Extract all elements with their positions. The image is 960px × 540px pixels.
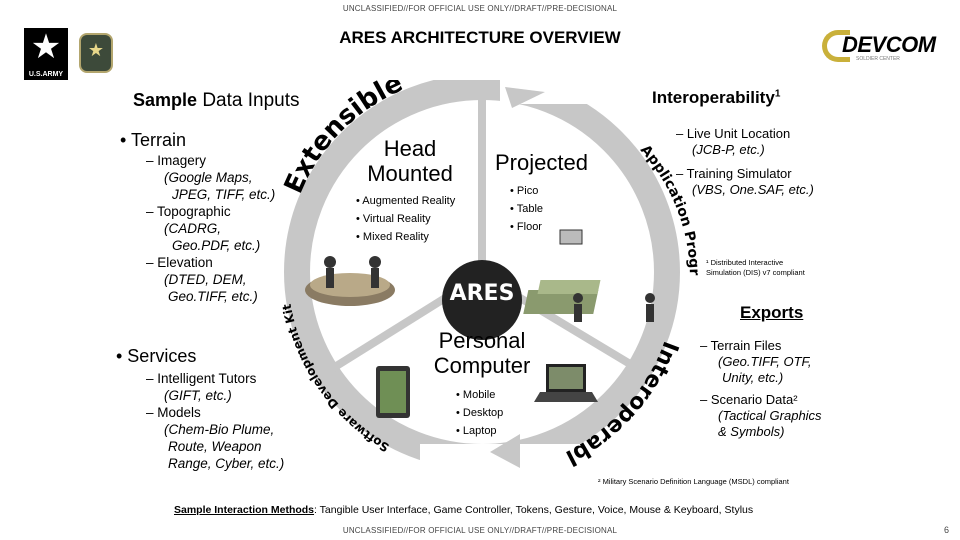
scenario-data-item: – Scenario Data² <box>700 392 798 407</box>
projected-item-table: • Table <box>510 203 544 215</box>
terrain-files-detail-2: Unity, etc.) <box>722 370 784 385</box>
interaction-methods-text: : Tangible User Interface, Game Controll… <box>314 504 754 516</box>
footnote-1: ¹ Distributed Interactive Simulation (DI… <box>706 258 805 278</box>
devcom-logo: DEVCOM SOLDIER CENTER <box>822 30 936 66</box>
tutors-item: – Intelligent Tutors <box>146 371 257 386</box>
pc-item-mobile: • Mobile <box>456 389 496 401</box>
data-inputs-heading: Sample Data Inputs <box>133 90 299 112</box>
topographic-detail-1: (CADRG, <box>164 221 221 236</box>
pc-item-laptop: • Laptop <box>456 425 497 437</box>
pc-item-desktop: • Desktop <box>456 407 504 419</box>
personal-computer-title: Personal Computer <box>420 328 544 378</box>
head-mounted-list: • Augmented Reality • Virtual Reality • … <box>356 192 455 246</box>
projected-title: Projected <box>495 150 588 175</box>
ares-center <box>442 260 522 340</box>
page-number: 6 <box>944 525 950 535</box>
topographic-detail-2: Geo.PDF, etc.) <box>172 238 261 253</box>
interaction-methods-label: Sample Interaction Methods <box>174 504 315 516</box>
elevation-item: – Elevation <box>146 255 213 270</box>
topographic-item: – Topographic <box>146 204 231 219</box>
interoperability-heading: Interoperability1 <box>652 88 780 108</box>
imagery-item: – Imagery <box>146 153 207 168</box>
services-list: – Intelligent Tutors (GIFT, etc.) – Mode… <box>146 370 284 472</box>
devcom-wordmark: DEVCOM <box>842 32 936 57</box>
terrain-files-detail-1: (Geo.TIFF, OTF, <box>718 354 812 369</box>
interoperability-list: – Live Unit Location (JCB-P, etc.) – Tra… <box>676 126 814 198</box>
ares-center-label: ARES <box>450 281 515 306</box>
scenario-data-detail-2: & Symbols) <box>718 424 785 439</box>
head-item-mr: • Mixed Reality <box>356 231 429 243</box>
interaction-methods: Sample Interaction Methods: Tangible Use… <box>174 504 753 516</box>
head-item-ar: • Augmented Reality <box>356 195 456 207</box>
devcom-subtitle: SOLDIER CENTER <box>856 56 900 62</box>
unit-badge-logo: ★ <box>79 33 113 73</box>
tutors-detail: (GIFT, etc.) <box>164 388 232 403</box>
personal-computer-illustration <box>376 364 598 418</box>
elevation-detail-2: Geo.TIFF, etc.) <box>168 289 258 304</box>
head-item-vr: • Virtual Reality <box>356 213 431 225</box>
models-item: – Models <box>146 405 201 420</box>
head-mounted-title-1: Head <box>383 136 437 161</box>
models-detail-1: (Chem-Bio Plume, <box>164 422 275 437</box>
live-unit-detail: (JCB-P, etc.) <box>692 142 765 157</box>
training-sim-detail: (VBS, One.SAF, etc.) <box>692 182 814 197</box>
imagery-detail-2: JPEG, TIFF, etc.) <box>172 187 276 202</box>
arrow-top-icon <box>505 87 545 108</box>
classification-banner-bottom: UNCLASSIFIED//FOR OFFICIAL USE ONLY//DRA… <box>342 526 618 535</box>
head-mounted-title: Head Mounted <box>355 136 465 186</box>
footnote-1-line-1: ¹ Distributed Interactive <box>706 258 784 267</box>
data-inputs-heading-text: Data Inputs <box>202 90 300 111</box>
terrain-bullet: • Terrain <box>120 130 186 150</box>
imagery-detail-1: (Google Maps, <box>164 170 253 185</box>
projected-illustration <box>523 229 655 322</box>
models-detail-2: Route, Weapon <box>168 439 262 454</box>
projected-list: • Pico • Table • Floor <box>510 182 543 236</box>
exports-list: – Terrain Files (Geo.TIFF, OTF, Unity, e… <box>700 338 822 440</box>
head-mounted-illustration <box>305 256 395 306</box>
us-army-logo: ★ U.S.ARMY <box>24 28 68 80</box>
classification-banner-top: UNCLASSIFIED//FOR OFFICIAL USE ONLY//DRA… <box>342 4 618 13</box>
projected-item-floor: • Floor <box>510 221 542 233</box>
scenario-data-detail-1: (Tactical Graphics <box>718 408 822 423</box>
live-unit-item: – Live Unit Location <box>676 126 791 141</box>
elevation-detail-1: (DTED, DEM, <box>164 272 247 287</box>
personal-computer-title-1: Personal <box>438 328 526 353</box>
page-title: ARES ARCHITECTURE OVERVIEW <box>339 28 621 47</box>
personal-computer-list: • Mobile • Desktop • Laptop <box>456 386 503 440</box>
interoperability-sup: 1 <box>774 88 781 100</box>
projected-item-pico: • Pico <box>510 185 539 197</box>
data-inputs-heading-sample: Sample <box>133 90 198 110</box>
badge-star-icon: ★ <box>87 40 105 60</box>
army-star-icon: ★ <box>30 28 62 66</box>
footnote-2: ² Military Scenario Definition Language … <box>598 477 789 486</box>
terrain-files-item: – Terrain Files <box>700 338 782 353</box>
training-sim-item: – Training Simulator <box>676 166 792 181</box>
services-bullet: • Services <box>116 346 197 366</box>
devcom-c-mark <box>822 30 850 62</box>
arrow-bottom-icon <box>490 434 520 468</box>
terrain-list: – Imagery (Google Maps, JPEG, TIFF, etc.… <box>146 152 275 305</box>
army-logo-text: U.S.ARMY <box>28 71 64 78</box>
architecture-diagram: ARES Extensible Application Programming … <box>270 80 700 470</box>
footnote-1-line-2: Simulation (DIS) v7 compliant <box>706 268 805 277</box>
models-detail-3: Range, Cyber, etc.) <box>168 456 285 471</box>
personal-computer-title-2: Computer <box>433 353 531 378</box>
head-mounted-title-2: Mounted <box>367 161 453 186</box>
exports-heading: Exports <box>740 303 804 322</box>
interoperability-heading-text: Interoperability <box>652 88 775 107</box>
